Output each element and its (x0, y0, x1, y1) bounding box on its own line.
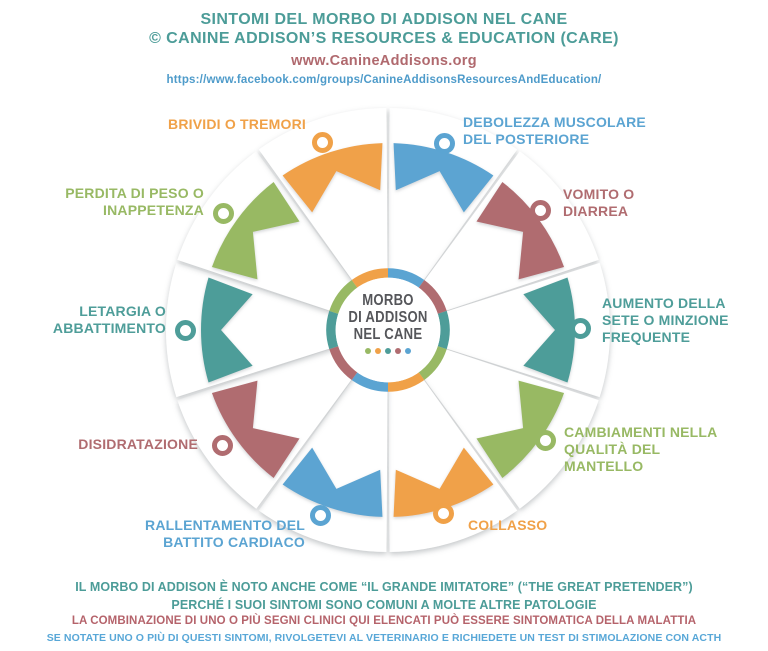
symptom-label-line: BATTITO CARDIACO (163, 534, 305, 550)
center-dot (405, 348, 411, 354)
center-line-3: NEL CANE (353, 326, 423, 343)
wheel-segment-collasso (393, 447, 494, 517)
center-line-1: MORBO (362, 292, 414, 309)
wheel-segment-cambiamenti (476, 380, 565, 478)
center-line-2: DI ADDISON (348, 309, 428, 326)
symptom-label-line: DEBOLEZZA MUSCOLARE (463, 114, 646, 130)
symptom-label-line: FREQUENTE (602, 329, 691, 345)
symptom-label-line: PERDITA DI PESO O (65, 185, 204, 201)
center-dot (395, 348, 401, 354)
symptom-bullet-disidratazione (211, 434, 233, 456)
hub-circle (335, 277, 441, 383)
symptom-bullet-brividi (311, 131, 333, 153)
symptom-label-line: DEL POSTERIORE (463, 131, 590, 147)
symptom-bullet-rallentamento (309, 504, 331, 526)
ring-arc-letargia (326, 310, 339, 350)
ring-arc-debolezza (387, 268, 425, 288)
symptom-label-line: VOMITO O (563, 186, 635, 202)
symptom-bullet-perdita (212, 202, 234, 224)
symptom-label-line: MANTELLO (564, 458, 644, 474)
ring-arc-brividi (351, 268, 389, 288)
symptom-bullet-vomito (529, 199, 551, 221)
symptom-bullet-letargia (174, 319, 196, 341)
page-subtitle: © CANINE ADDISON’S RESOURCES & EDUCATION… (149, 30, 619, 47)
ring-arc-perdita (329, 280, 358, 315)
center-dot (385, 348, 391, 354)
footer-note-4: SE NOTATE UNO O PIÙ DI QUESTI SINTOMI, R… (46, 632, 722, 644)
symptom-label-line: AUMENTO DELLA (602, 295, 726, 311)
symptom-label-line: CAMBIAMENTI NELLA (564, 424, 718, 440)
symptom-bullet-cambiamenti (534, 429, 556, 451)
ring-arc-collasso (387, 372, 425, 392)
ray-wedge (177, 151, 371, 321)
ring-arc-aumento (437, 310, 450, 350)
wheel-segment-perdita (211, 182, 300, 280)
ring-arc-disidratazione (329, 345, 358, 380)
footer-note-1: IL MORBO DI ADDISON È NOTO ANCHE COME “I… (75, 580, 693, 594)
wheel-segment-rallentamento (282, 447, 383, 517)
segment-ribbons (201, 143, 575, 517)
wheel-segment-vomito (476, 182, 565, 280)
page-title: SINTOMI DEL MORBO DI ADDISON NEL CANE (200, 11, 568, 28)
symptom-label-line: INAPPETENZA (103, 202, 204, 218)
ray-wedge (177, 339, 371, 509)
symptom-label-collasso: COLLASSO (468, 517, 547, 534)
symptom-label-disidratazione: DISIDRATAZIONE (78, 436, 198, 453)
wheel-segment-letargia (201, 277, 253, 383)
symptom-label-line: DISIDRATAZIONE (78, 436, 198, 452)
symptom-label-line: ABBATTIMENTO (52, 320, 166, 336)
symptom-label-line: BRIVIDI O TREMORI (168, 116, 306, 132)
ring-arc-cambiamenti (418, 345, 447, 380)
footer-note-2: PERCHÉ I SUOI SINTOMI SONO COMUNI A MOLT… (171, 598, 597, 612)
website-link[interactable]: www.CanineAddisons.org (291, 53, 477, 69)
footer-note-3: LA COMBINAZIONE DI UNO O PIÙ SEGNI CLINI… (71, 615, 697, 627)
symptom-label-line: COLLASSO (468, 517, 548, 533)
center-ring (326, 268, 450, 392)
wheel-center-title: MORBO DI ADDISON NEL CANE (318, 292, 458, 354)
center-dots (318, 348, 458, 354)
symptom-label-line: DIARREA (563, 203, 629, 219)
symptom-bullet-collasso (432, 502, 454, 524)
wheel-segment-debolezza (393, 143, 494, 213)
symptom-label-line: LETARGIA O (79, 303, 166, 319)
ray-wedge (405, 339, 599, 509)
center-dot (365, 348, 371, 354)
wheel-segment-disidratazione (211, 380, 300, 478)
ring-arc-rallentamento (351, 372, 389, 392)
center-dot (375, 348, 381, 354)
symptom-label-line: RALLENTAMENTO DEL (145, 517, 305, 533)
symptom-bullet-aumento (569, 317, 591, 339)
symptom-label-line: QUALITÀ DEL (564, 441, 661, 457)
facebook-link[interactable]: https://www.facebook.com/groups/CanineAd… (166, 74, 602, 86)
ray-wedge (405, 151, 599, 321)
symptom-bullet-debolezza (433, 132, 455, 154)
wheel-segment-brividi (282, 143, 383, 213)
ring-arc-vomito (418, 280, 447, 315)
symptom-label-brividi: BRIVIDI O TREMORI (168, 116, 306, 133)
symptom-label-line: SETE O MINZIONE (602, 312, 729, 328)
wheel-segment-aumento (523, 277, 575, 383)
